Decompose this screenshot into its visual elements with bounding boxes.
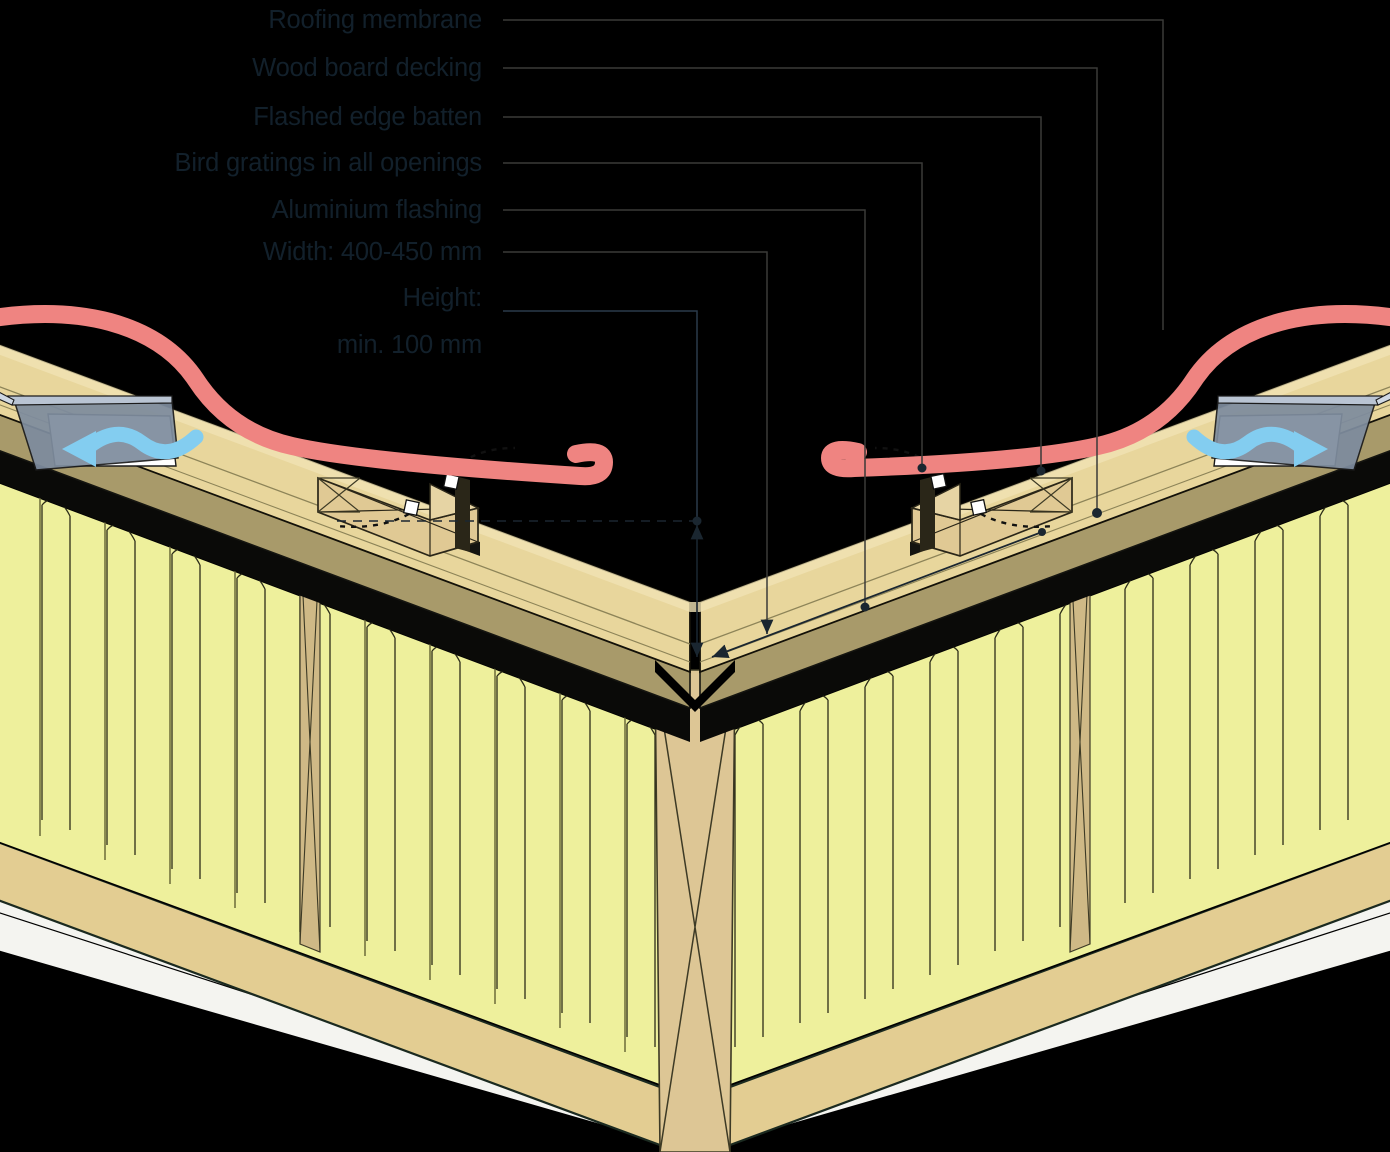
- insulation-batt-capsules-right: [734, 498, 1349, 1047]
- flashing-height-dimension: [337, 310, 704, 657]
- deck-shadow-left: [0, 444, 690, 742]
- callout-label-aluminium-flashing: Aluminium flashing: [271, 196, 483, 224]
- leader-flashed-edge-batten: [503, 116, 1042, 471]
- callout-label-wood-board-decking: Wood board decking: [252, 54, 482, 82]
- fixing-marker: [930, 472, 948, 490]
- batten-flash-dotted-left-2: [336, 512, 410, 528]
- insulation-batt-capsules-left: [41, 498, 656, 1047]
- roofing-membrane-left: [0, 305, 614, 486]
- flashing-width-dimension: [711, 528, 1046, 658]
- edge-bracing-left: [317, 477, 361, 513]
- edge-bracing-right: [1029, 477, 1073, 513]
- airflow-arrow-right: [1186, 426, 1328, 467]
- fixing-marker: [970, 498, 988, 516]
- batten-flash-dotted-right-2: [980, 512, 1054, 528]
- callout-label-flashing-width: Width: 400-450 mm: [262, 238, 482, 266]
- callout-label-roofing-membrane: Roofing membrane: [268, 6, 482, 34]
- callout-label-flashing-height-line1: Height:: [402, 284, 483, 312]
- corner-notch: [655, 660, 735, 712]
- leader-lines: [503, 19, 1164, 634]
- leader-flashing-height: [503, 310, 698, 521]
- leader-flashing-width: [503, 251, 768, 630]
- leader-wood-board-decking: [503, 67, 1098, 513]
- callout-label-flashed-edge-batten: Flashed edge batten: [253, 103, 482, 131]
- airflow-arrow-left: [62, 426, 204, 467]
- deck-shadow-right: [700, 444, 1390, 742]
- leader-bird-gratings: [503, 162, 923, 468]
- fixing-marker: [402, 499, 420, 517]
- leader-aluminium-flashing: [503, 209, 866, 607]
- callout-label-bird-gratings: Bird gratings in all openings: [174, 149, 483, 177]
- roofing-membrane-right: [820, 305, 1390, 478]
- flashed-edge-batten-right: [874, 446, 1073, 557]
- corner-post: [654, 669, 736, 1152]
- fixing-marker: [442, 473, 460, 491]
- callout-label-flashing-height-line2: min. 100 mm: [336, 331, 482, 359]
- leader-roofing-membrane: [503, 19, 1164, 330]
